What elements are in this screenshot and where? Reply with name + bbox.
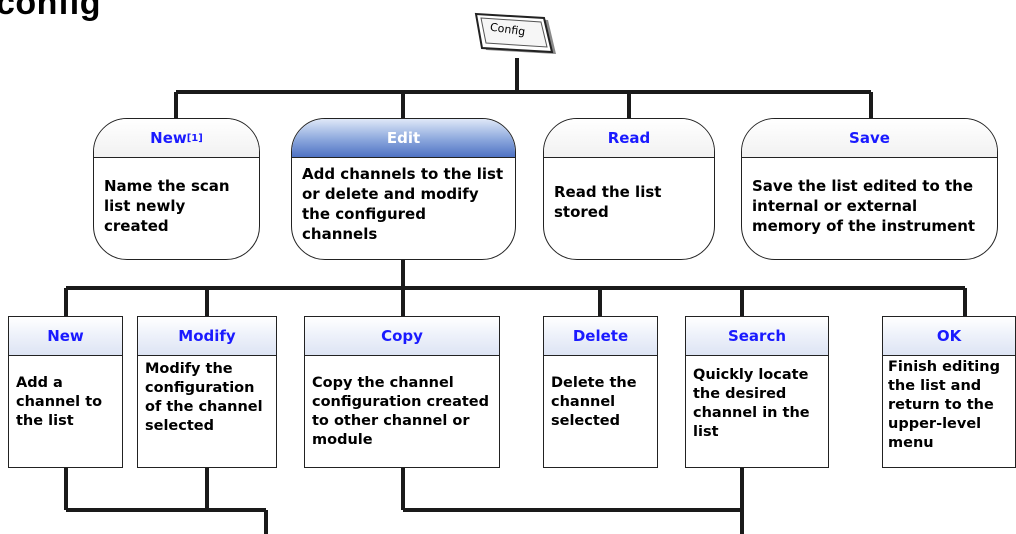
page-title: config: [0, 0, 101, 22]
menu-save-title: Save: [742, 119, 997, 158]
menu-read-description: Read the list stored: [554, 183, 662, 221]
menu-new-label: New: [150, 129, 187, 147]
submenu-delete-description: Delete the channel selected: [551, 375, 637, 429]
menu-new-description: Name the scan list newly created: [104, 177, 230, 235]
key-icon: [474, 12, 556, 54]
footnote-marker: [1]: [186, 132, 203, 144]
menu-edit[interactable]: Edit Add channels to the list or delete …: [291, 118, 516, 260]
submenu-search-title: Search: [686, 317, 828, 356]
submenu-new[interactable]: New Add a channel to the list: [8, 316, 123, 468]
menu-new[interactable]: New[1] Name the scan list newly created: [93, 118, 260, 260]
submenu-search-description: Quickly locate the desired channel in th…: [693, 367, 810, 440]
config-key[interactable]: [472, 12, 560, 58]
menu-save[interactable]: Save Save the list edited to the interna…: [741, 118, 998, 260]
submenu-modify[interactable]: Modify Modify the configuration of the c…: [137, 316, 277, 468]
submenu-copy-description: Copy the channel configuration created t…: [312, 375, 490, 448]
menu-read-title: Read: [544, 119, 714, 158]
submenu-ok-description: Finish editing the list and return to th…: [888, 359, 1000, 451]
submenu-new-title: New: [9, 317, 122, 356]
menu-new-title: New[1]: [94, 119, 259, 158]
submenu-copy-title: Copy: [305, 317, 499, 356]
submenu-copy[interactable]: Copy Copy the channel configuration crea…: [304, 316, 500, 468]
menu-save-description: Save the list edited to the internal or …: [752, 177, 976, 235]
submenu-ok-title: OK: [883, 317, 1015, 356]
submenu-ok[interactable]: OK Finish editing the list and return to…: [882, 316, 1016, 468]
submenu-delete[interactable]: Delete Delete the channel selected: [543, 316, 658, 468]
menu-edit-title: Edit: [292, 119, 515, 158]
submenu-modify-title: Modify: [138, 317, 276, 356]
submenu-delete-title: Delete: [544, 317, 657, 356]
submenu-search[interactable]: Search Quickly locate the desired channe…: [685, 316, 829, 468]
submenu-new-description: Add a channel to the list: [16, 375, 103, 429]
submenu-modify-description: Modify the configuration of the channel …: [145, 361, 263, 434]
menu-edit-description: Add channels to the list or delete and m…: [302, 165, 504, 243]
menu-read[interactable]: Read Read the list stored: [543, 118, 715, 260]
